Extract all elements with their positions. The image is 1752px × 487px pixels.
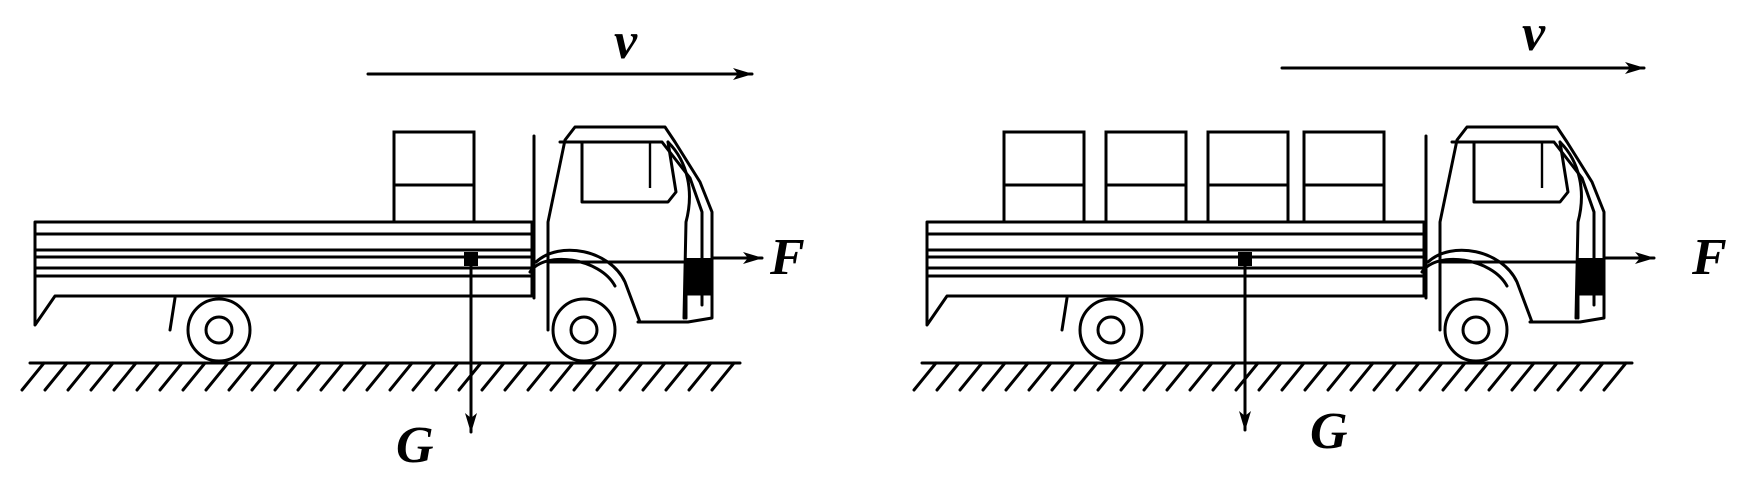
ground-hatch-line xyxy=(135,361,161,392)
ground-hatch-line xyxy=(1280,361,1306,392)
ground-left xyxy=(20,361,742,392)
ground-hatch-line xyxy=(1165,361,1191,392)
ground-hatch-line xyxy=(1257,361,1283,392)
ground-hatch-line xyxy=(89,361,115,392)
gravity-arrow-right xyxy=(1238,252,1252,432)
ground-hatch-line xyxy=(365,361,391,392)
ground-hatch-line xyxy=(158,361,184,392)
ground-hatch-line xyxy=(503,361,529,392)
ground-hatch-line xyxy=(664,361,690,392)
ground-hatch-line xyxy=(480,361,506,392)
ground-hatch-line xyxy=(641,361,667,392)
ground-hatch-line xyxy=(618,361,644,392)
ground-hatch-line xyxy=(20,361,46,392)
ground-hatch-line xyxy=(1303,361,1329,392)
cargo-box xyxy=(392,130,476,224)
ground-hatch-line xyxy=(296,361,322,392)
ground-hatch-line xyxy=(526,361,552,392)
ground-hatch-line xyxy=(1510,361,1536,392)
ground-hatch-line xyxy=(1602,361,1628,392)
truck-left xyxy=(33,125,714,363)
truck-diagram-right: v F G xyxy=(912,5,1727,460)
ground-hatch-line xyxy=(1349,361,1375,392)
ground-hatch-line xyxy=(572,361,598,392)
ground-hatch-line xyxy=(1119,361,1145,392)
ground-hatch-line xyxy=(1211,361,1237,392)
velocity-label: v xyxy=(1522,5,1546,62)
ground-hatch-line xyxy=(549,361,575,392)
ground-hatch-line xyxy=(1464,361,1490,392)
gravity-arrow-left xyxy=(464,252,478,434)
ground-hatch-line xyxy=(1556,361,1582,392)
ground-hatch-line xyxy=(1487,361,1513,392)
ground-hatch-line xyxy=(1533,361,1559,392)
ground-hatch-line xyxy=(1579,361,1605,392)
ground-hatch-line xyxy=(912,361,938,392)
ground-hatch-line xyxy=(1418,361,1444,392)
ground-hatch-line xyxy=(1441,361,1467,392)
ground-hatch-line xyxy=(434,361,460,392)
cargo-box xyxy=(1206,130,1290,224)
ground-hatch-line xyxy=(181,361,207,392)
ground-hatch-line xyxy=(1096,361,1122,392)
ground-right xyxy=(912,361,1634,392)
ground-hatch-line xyxy=(1027,361,1053,392)
ground-hatch-line xyxy=(981,361,1007,392)
ground-hatch-line xyxy=(66,361,92,392)
ground-hatch-line xyxy=(1188,361,1214,392)
ground-hatch-line xyxy=(388,361,414,392)
ground-hatch-line xyxy=(1395,361,1421,392)
ground-hatch-line xyxy=(1050,361,1076,392)
ground-hatch-line xyxy=(1004,361,1030,392)
gravity-label: G xyxy=(1310,403,1348,460)
cargo-box xyxy=(1002,130,1086,224)
ground-hatch-line xyxy=(411,361,437,392)
ground-hatch-line xyxy=(595,361,621,392)
ground-hatch-line xyxy=(273,361,299,392)
ground-hatch-line xyxy=(43,361,69,392)
ground-hatch-line xyxy=(227,361,253,392)
ground-hatch-line xyxy=(1326,361,1352,392)
gravity-label: G xyxy=(396,417,434,474)
ground-hatch-line xyxy=(935,361,961,392)
ground-hatch-line xyxy=(1234,361,1260,392)
ground-hatch-line xyxy=(958,361,984,392)
cargo-box xyxy=(1104,130,1188,224)
velocity-label: v xyxy=(614,13,638,70)
ground-hatch-line xyxy=(687,361,713,392)
ground-hatch-line xyxy=(204,361,230,392)
ground-hatch-line xyxy=(1142,361,1168,392)
ground-hatch-line xyxy=(112,361,138,392)
ground-hatch-line xyxy=(1073,361,1099,392)
cargo-box xyxy=(1302,130,1386,224)
ground-hatch-line xyxy=(342,361,368,392)
truck-diagram-left: v F G xyxy=(20,13,805,474)
ground-hatch-line xyxy=(250,361,276,392)
force-label: F xyxy=(1691,229,1727,286)
force-label: F xyxy=(769,229,805,286)
ground-hatch-line xyxy=(319,361,345,392)
ground-hatch-line xyxy=(710,361,736,392)
ground-hatch-line xyxy=(1372,361,1398,392)
